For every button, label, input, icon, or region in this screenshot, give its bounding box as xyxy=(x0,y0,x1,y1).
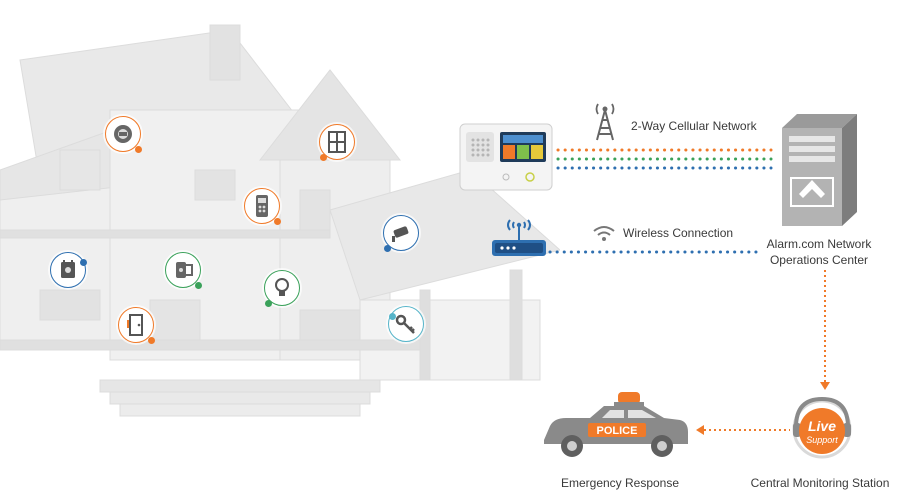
central-monitoring-label: Central Monitoring Station xyxy=(750,476,890,490)
light-bulb-icon xyxy=(275,278,289,296)
router-icon xyxy=(492,219,546,256)
control-panel xyxy=(459,123,553,191)
operations-label-line1: Alarm.com Network xyxy=(766,237,872,251)
camera-icon xyxy=(392,226,409,242)
live-text: Live xyxy=(808,418,836,434)
door-sensor-node[interactable] xyxy=(118,307,155,344)
wireless-connection-label: Wireless Connection xyxy=(623,226,734,240)
smart-lock-node[interactable] xyxy=(165,252,202,289)
cell-tower-icon xyxy=(595,103,615,141)
cellular-network-label: 2-Way Cellular Network xyxy=(631,119,757,133)
operations-label-line2: Operations Center xyxy=(769,253,869,267)
emergency-response-label: Emergency Response xyxy=(560,476,680,490)
live-support-badge: Live Support xyxy=(792,396,852,459)
cellular-connection-lines xyxy=(556,148,773,170)
operations-center-label: Alarm.com Network Operations Center xyxy=(754,236,884,268)
keyfob-remote-icon xyxy=(256,195,268,217)
light-bulb-node[interactable] xyxy=(264,270,300,307)
wifi-icon xyxy=(593,226,615,241)
thermostat-icon xyxy=(61,260,75,278)
key-node[interactable] xyxy=(388,306,424,342)
smart-lock-icon xyxy=(176,262,193,278)
camera-node[interactable] xyxy=(383,215,419,252)
server-icon xyxy=(782,114,857,226)
police-car-icon: POLICE xyxy=(544,392,688,457)
server-to-monitoring-arrow xyxy=(820,270,830,390)
police-text: POLICE xyxy=(597,425,638,437)
window-sensor-node[interactable] xyxy=(319,124,355,161)
thermostat-node[interactable] xyxy=(50,252,87,288)
smoke-detector-icon xyxy=(114,125,132,143)
key-icon xyxy=(395,314,415,334)
support-text: Support xyxy=(806,435,838,445)
wireless-connection-line xyxy=(548,250,758,254)
monitoring-to-police-arrow xyxy=(696,425,790,435)
keyfob-remote-node[interactable] xyxy=(244,188,281,225)
smoke-detector-node[interactable] xyxy=(105,116,142,153)
window-sensor-icon xyxy=(328,131,346,153)
door-sensor-icon xyxy=(127,314,143,336)
